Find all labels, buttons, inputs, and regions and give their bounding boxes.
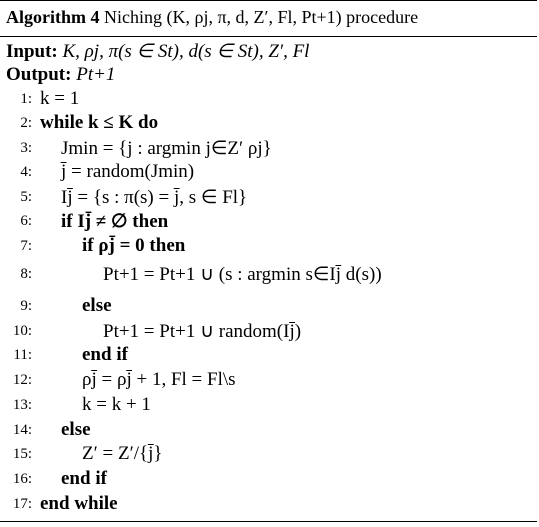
line-number: 3: <box>20 140 32 156</box>
line-number: 5: <box>20 189 32 205</box>
line-code: else <box>82 295 112 316</box>
line-number: 4: <box>20 164 32 180</box>
line-number: 14: <box>12 422 32 438</box>
line-code: while k ≤ K do <box>40 112 159 133</box>
line-number: 16: <box>12 471 32 487</box>
line-number: 7: <box>20 238 32 254</box>
output-line: Output: Pt+1 <box>6 64 115 86</box>
line-code: k = 1 <box>40 88 80 109</box>
line-code: Ij̄ = {s : π(s) = j̄, s ∈ Fl} <box>61 187 248 208</box>
line-code: j̄ = random(Jmin) <box>61 161 195 182</box>
line-number: 15: <box>12 446 32 462</box>
line-code: else <box>61 419 91 440</box>
line-number: 2: <box>20 115 32 131</box>
input-line: Input: K, ρj, π(s ∈ St), d(s ∈ St), Z′, … <box>6 40 309 63</box>
algorithm-caption: Algorithm 4 Niching (K, ρj, π, d, Z′, Fl… <box>6 7 418 28</box>
line-number: 9: <box>20 298 32 314</box>
line-code: end if <box>82 344 128 365</box>
line-number: 8: <box>20 266 32 282</box>
line-code: end if <box>61 468 107 489</box>
line-code: ρj̄ = ρj̄ + 1, Fl = Fl\s <box>82 369 236 390</box>
line-code: Z′ = Z′/{j̄} <box>82 443 163 464</box>
line-number: 6: <box>20 213 32 229</box>
output-label: Output: <box>6 64 72 85</box>
line-number: 11: <box>13 347 32 363</box>
line-code: end while <box>40 493 118 514</box>
output-text: Pt+1 <box>76 64 116 85</box>
line-number: 1: <box>20 91 32 107</box>
caption-label: Algorithm 4 <box>6 7 100 27</box>
line-code: k = k + 1 <box>82 394 151 415</box>
line-code: Jmin = {j : argmin j∈Z′ ρj} <box>61 138 272 159</box>
top-rule <box>0 0 537 1</box>
bottom-rule <box>0 521 537 522</box>
caption-rule <box>0 36 537 37</box>
caption-text: Niching (K, ρj, π, d, Z′, Fl, Pt+1) proc… <box>104 7 419 27</box>
line-number: 17: <box>12 496 32 512</box>
line-code: if Ij̄ ≠ ∅ then <box>61 211 169 232</box>
input-label: Input: <box>6 41 58 62</box>
line-code: Pt+1 = Pt+1 ∪ (s : argmin s∈Ij̄ d(s)) <box>103 264 382 285</box>
line-code: Pt+1 = Pt+1 ∪ random(Ij̄) <box>103 321 302 342</box>
line-number: 12: <box>12 372 32 388</box>
input-text: K, ρj, π(s ∈ St), d(s ∈ St), Z′, Fl <box>62 41 310 62</box>
line-code: if ρj̄ = 0 then <box>82 235 186 256</box>
line-number: 10: <box>12 323 32 339</box>
line-number: 13: <box>12 397 32 413</box>
